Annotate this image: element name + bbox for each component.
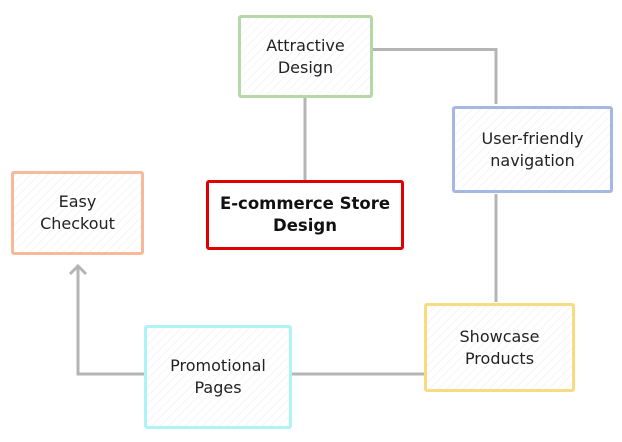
connector-promotional-to-checkout xyxy=(76,267,145,376)
node-label: Easy Checkout xyxy=(34,191,121,235)
node-promotional-pages[interactable]: Promotional Pages xyxy=(144,325,292,429)
node-user-friendly-navigation[interactable]: User-friendly navigation xyxy=(452,106,613,193)
node-label: User-friendly navigation xyxy=(476,128,590,172)
node-ecommerce-store-design[interactable]: E-commerce Store Design xyxy=(206,180,404,250)
node-label-line: E-commerce Store xyxy=(219,194,391,213)
node-label-line: Easy xyxy=(58,192,97,211)
node-showcase-products[interactable]: Showcase Products xyxy=(424,303,575,392)
node-easy-checkout[interactable]: Easy Checkout xyxy=(11,171,144,255)
node-label-line: Design xyxy=(273,216,337,235)
node-label-line: Pages xyxy=(194,378,242,397)
node-label: Promotional Pages xyxy=(164,355,272,399)
node-label-line: User-friendly xyxy=(481,128,584,148)
connector-attractive-to-navigation xyxy=(372,48,498,104)
node-label-line: Design xyxy=(277,57,334,77)
arrowhead-icon xyxy=(68,263,88,276)
node-label: E-commerce Store Design xyxy=(214,193,396,237)
node-label: Showcase Products xyxy=(454,326,546,370)
node-label: Attractive Design xyxy=(260,35,350,79)
node-label-line: navigation xyxy=(490,150,575,170)
node-label-line: Products xyxy=(464,348,535,368)
node-label-line: Showcase xyxy=(459,326,540,346)
node-attractive-design[interactable]: Attractive Design xyxy=(238,15,373,98)
node-label-line: Checkout xyxy=(40,214,115,233)
node-label-line: Promotional xyxy=(170,356,266,375)
node-label-line: Attractive xyxy=(266,35,345,55)
